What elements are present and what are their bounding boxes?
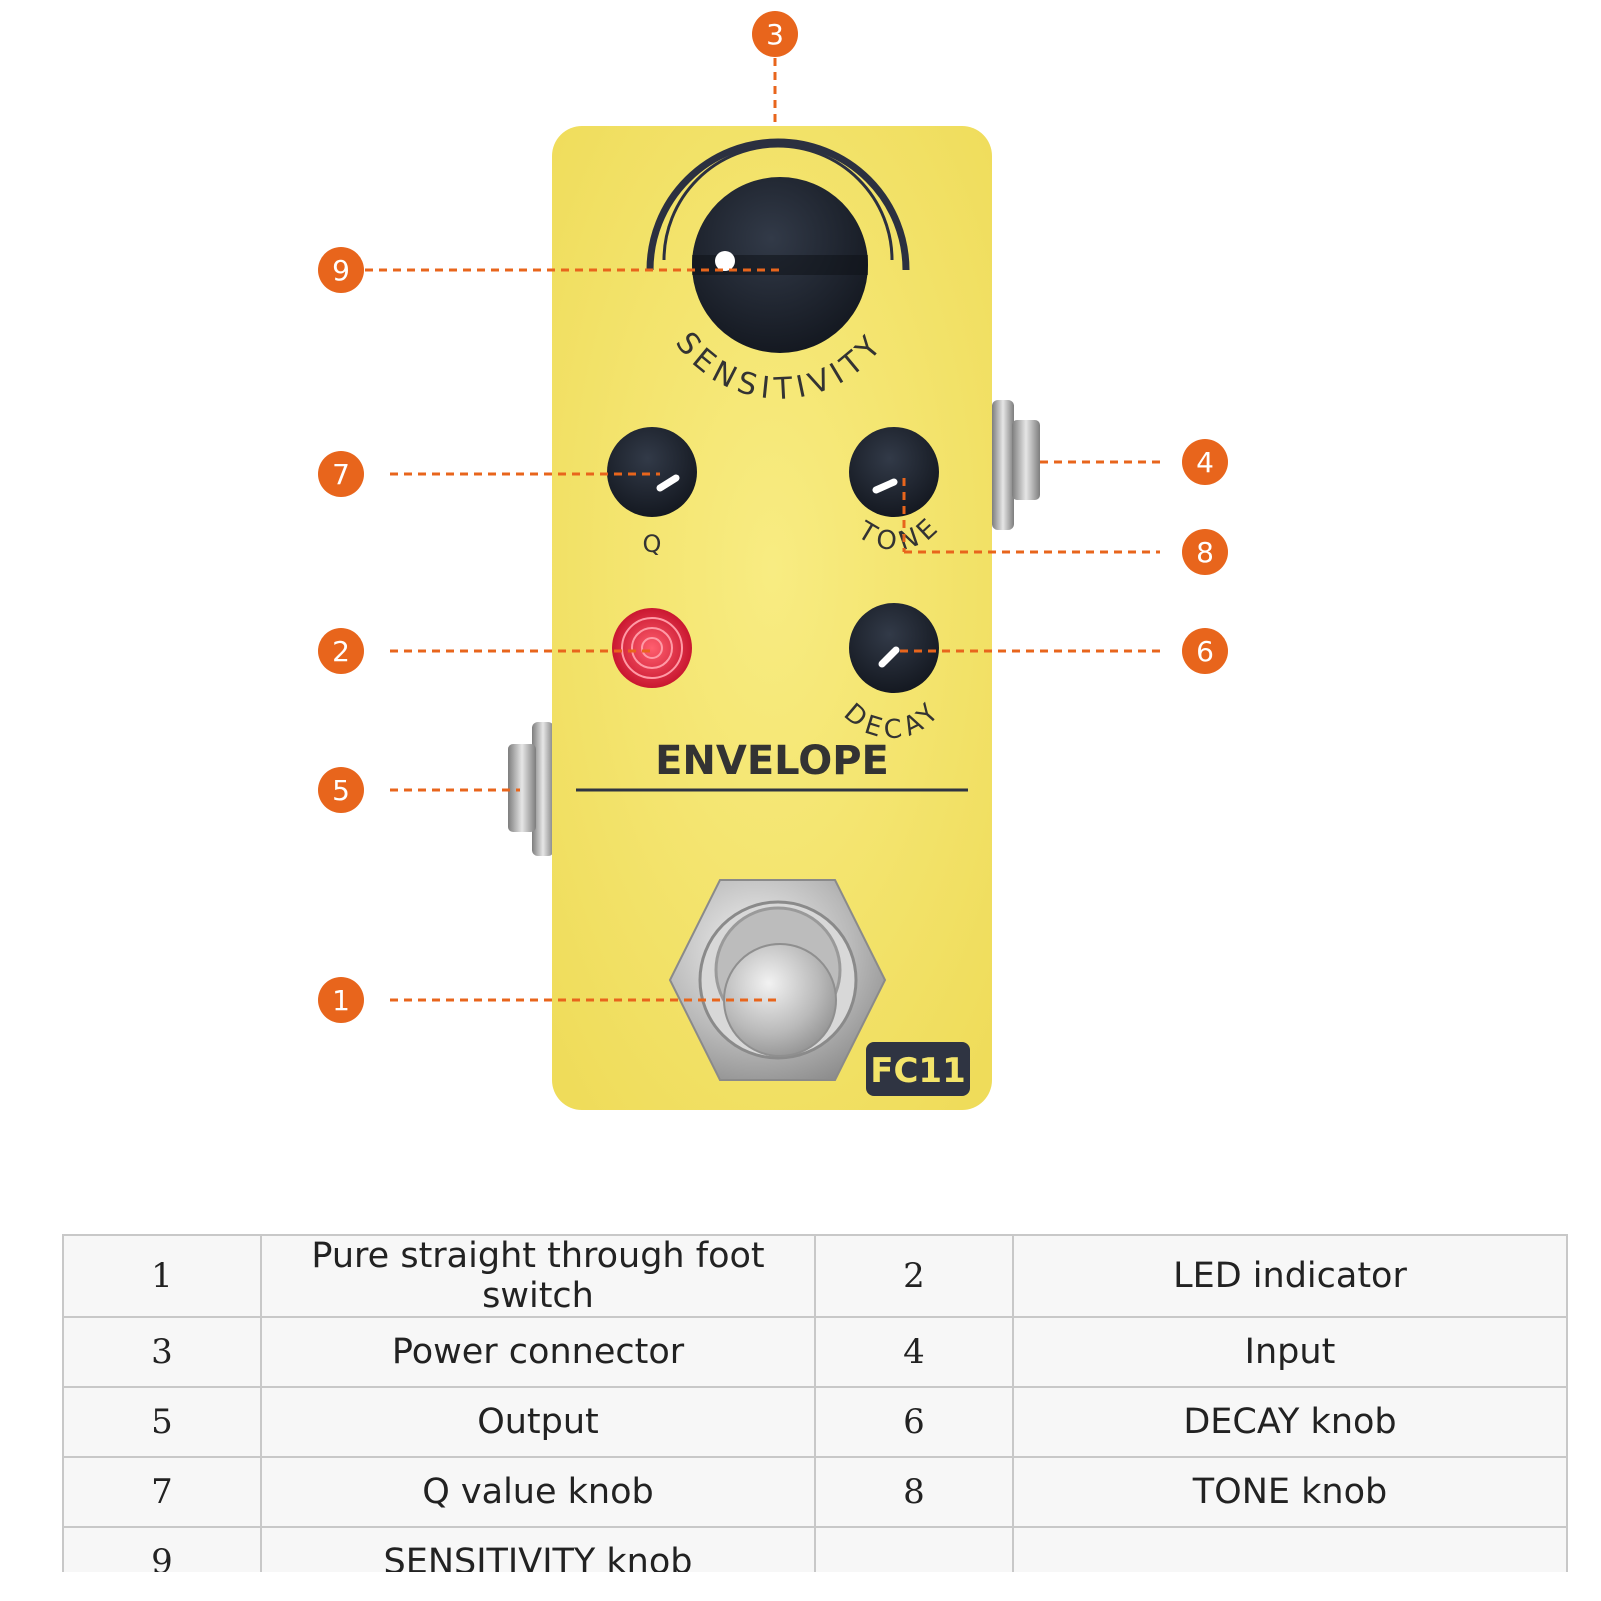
part-description: Q value knob xyxy=(260,1456,816,1528)
model-label: FC11 xyxy=(870,1051,966,1091)
input-jack xyxy=(992,400,1040,530)
part-description: Power connector xyxy=(260,1316,816,1388)
parts-table: 1 Pure straight through foot switch 2 LE… xyxy=(62,1234,1568,1596)
svg-text:2: 2 xyxy=(332,635,350,668)
part-number: 6 xyxy=(814,1386,1014,1458)
svg-text:1: 1 xyxy=(332,984,350,1017)
callout-9: 9 xyxy=(318,247,364,293)
callout-3: 3 xyxy=(752,11,798,57)
part-description: TONE knob xyxy=(1012,1456,1568,1528)
q-label: Q xyxy=(643,530,662,558)
image-bottom-edge xyxy=(0,1572,1601,1601)
callout-7: 7 xyxy=(318,451,364,497)
callout-6: 6 xyxy=(1182,628,1228,674)
q-knob[interactable] xyxy=(607,427,697,517)
svg-text:4: 4 xyxy=(1196,446,1214,479)
part-description: Output xyxy=(260,1386,816,1458)
svg-text:8: 8 xyxy=(1196,536,1214,569)
svg-text:5: 5 xyxy=(332,774,350,807)
part-number: 5 xyxy=(62,1386,262,1458)
part-number: 1 xyxy=(62,1234,262,1318)
pedal-diagram: SENSITIVITY Q TONE DECAY ENVELOPE FC11 xyxy=(318,11,1228,1110)
output-jack xyxy=(508,722,554,856)
callout-5: 5 xyxy=(318,767,364,813)
part-description: Pure straight through foot switch xyxy=(260,1234,816,1318)
model-badge xyxy=(866,1042,970,1096)
table-row: 7 Q value knob 8 TONE knob xyxy=(62,1456,1568,1528)
svg-text:3: 3 xyxy=(766,18,784,51)
pedal-name: ENVELOPE xyxy=(655,738,889,784)
part-description: Input xyxy=(1012,1316,1568,1388)
part-number: 4 xyxy=(814,1316,1014,1388)
callout-8: 8 xyxy=(1182,529,1228,575)
part-number: 2 xyxy=(814,1234,1014,1318)
svg-text:7: 7 xyxy=(332,458,350,491)
table-row: 3 Power connector 4 Input xyxy=(62,1316,1568,1388)
callout-4: 4 xyxy=(1182,439,1228,485)
part-number: 7 xyxy=(62,1456,262,1528)
svg-text:6: 6 xyxy=(1196,635,1214,668)
led-indicator xyxy=(612,608,692,688)
foot-switch[interactable] xyxy=(723,943,837,1057)
part-number: 8 xyxy=(814,1456,1014,1528)
table-row: 1 Pure straight through foot switch 2 LE… xyxy=(62,1234,1568,1318)
leader-lines xyxy=(365,58,1160,1002)
part-description: LED indicator xyxy=(1012,1234,1568,1318)
svg-text:9: 9 xyxy=(332,254,350,287)
sensitivity-knob-indicator xyxy=(715,251,735,271)
callout-2: 2 xyxy=(318,628,364,674)
pedal-body xyxy=(552,126,992,1110)
sensitivity-scale-arc xyxy=(646,138,910,271)
part-description: DECAY knob xyxy=(1012,1386,1568,1458)
tone-knob[interactable] xyxy=(849,427,939,517)
table-row: 5 Output 6 DECAY knob xyxy=(62,1386,1568,1458)
callout-1: 1 xyxy=(318,977,364,1023)
part-number: 3 xyxy=(62,1316,262,1388)
